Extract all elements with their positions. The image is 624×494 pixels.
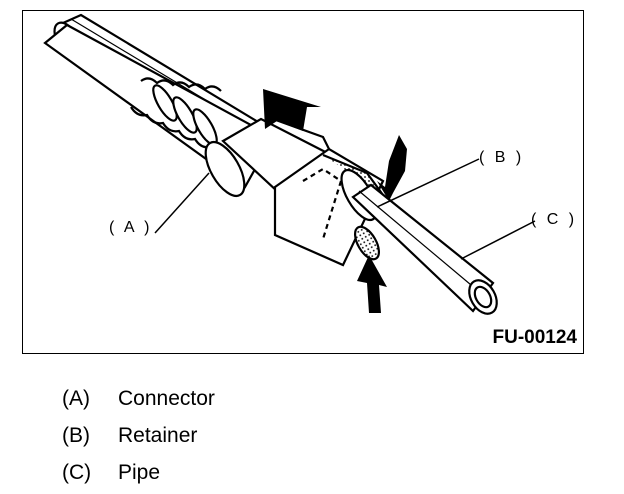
legend-item-retainer: (B) Retainer — [62, 417, 215, 454]
callout-a: ( A ) — [109, 219, 153, 236]
pipe-lower — [351, 183, 498, 315]
legend-label: Pipe — [118, 460, 161, 484]
figure-id: FU-00124 — [492, 327, 578, 348]
callout-b: ( B ) — [479, 149, 525, 166]
legend-item-pipe: (C) Pipe — [62, 454, 215, 491]
legend: (A) Connector (B) Retainer (C) Pipe — [62, 380, 215, 491]
legend-key: (C) — [62, 460, 92, 484]
connector-illustration — [43, 13, 536, 315]
release-arrows — [263, 89, 407, 313]
legend-label: Connector — [118, 386, 215, 410]
callout-c: ( C ) — [531, 211, 578, 228]
legend-key: (B) — [62, 423, 90, 447]
pull-arrow-icon — [263, 89, 321, 131]
press-arrow-bottom-icon — [357, 255, 387, 313]
hose — [43, 23, 275, 189]
leader-lines — [154, 158, 536, 260]
diagram-frame: ( A ) ( B ) ( C ) FU-00124 — [22, 10, 584, 354]
legend-key: (A) — [62, 386, 90, 410]
legend-label: Retainer — [118, 423, 198, 447]
legend-item-connector: (A) Connector — [62, 380, 215, 417]
press-arrow-top-icon — [377, 135, 407, 201]
